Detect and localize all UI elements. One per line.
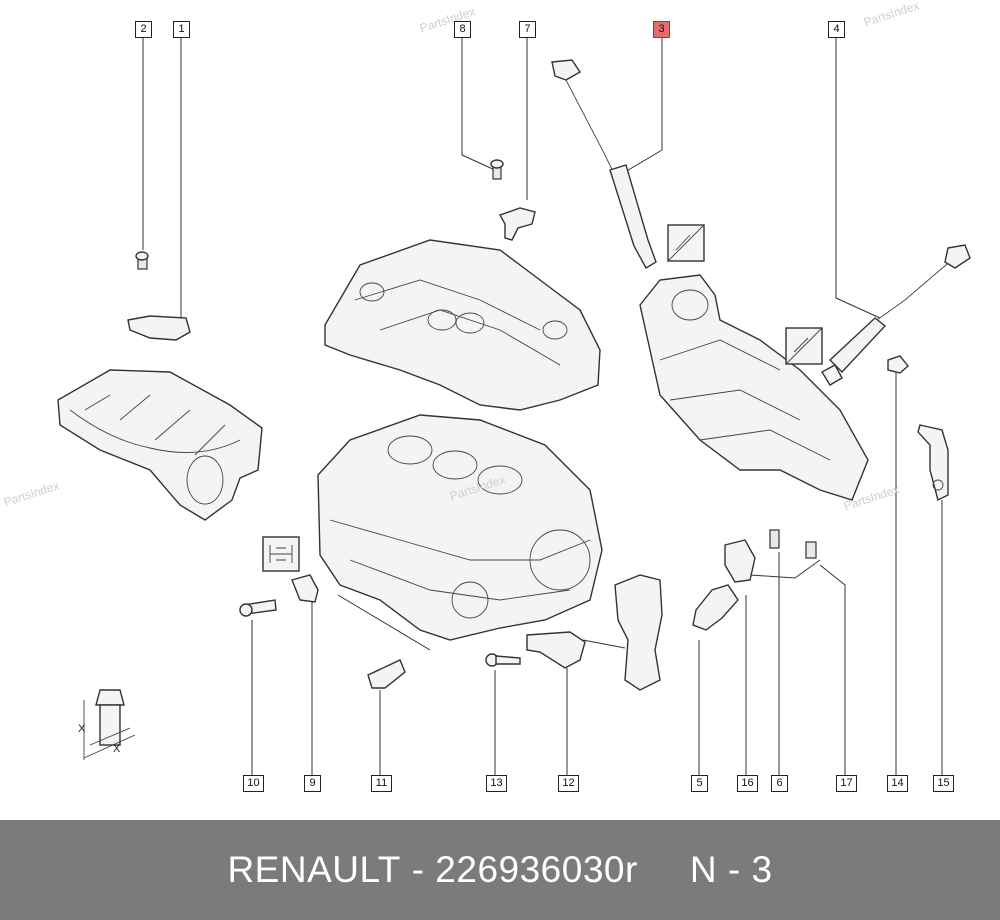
- diagram-ref-prefix: N: [689, 849, 718, 890]
- callout-6[interactable]: 6: [771, 775, 788, 792]
- footer-separator: -: [411, 849, 425, 890]
- dim-x-label-1: X: [78, 723, 86, 735]
- diagram-ref-separator: -: [727, 849, 741, 890]
- callout-2[interactable]: 2: [135, 21, 152, 38]
- callout-7[interactable]: 7: [519, 21, 536, 38]
- callout-13[interactable]: 13: [486, 775, 507, 792]
- engine-block-group: [317, 414, 603, 641]
- callout-16[interactable]: 16: [737, 775, 758, 792]
- part-info-footer: RENAULT - 226936030r N - 3: [0, 820, 1000, 920]
- callout-12[interactable]: 12: [558, 775, 579, 792]
- callout-9[interactable]: 9: [304, 775, 321, 792]
- callout-3[interactable]: 3: [653, 21, 670, 38]
- brand-name: RENAULT: [227, 849, 401, 890]
- part-number: 226936030r: [435, 849, 638, 890]
- downstream-sensor-group: [821, 244, 971, 502]
- diagram-ref-number: 3: [751, 849, 773, 890]
- callout-11[interactable]: 11: [371, 775, 392, 792]
- callout-5[interactable]: 5: [691, 775, 708, 792]
- dim-x-label-2: X: [113, 743, 121, 755]
- callout-4[interactable]: 4: [828, 21, 845, 38]
- intake-manifold-group: [57, 251, 263, 521]
- callout-15[interactable]: 15: [933, 775, 954, 792]
- callout-17[interactable]: 17: [836, 775, 857, 792]
- cylinder-head-group: [324, 159, 601, 411]
- callout-10[interactable]: 10: [243, 775, 264, 792]
- exhaust-manifold-group: [551, 59, 869, 501]
- engine-sensors-diagram: X X: [57, 37, 971, 775]
- callout-1[interactable]: 1: [173, 21, 190, 38]
- callout-8[interactable]: 8: [454, 21, 471, 38]
- leader-lines: [142, 37, 943, 775]
- lower-sensors-group: [239, 529, 817, 691]
- bolt-dimension-symbol: X X: [78, 689, 136, 760]
- callout-14[interactable]: 14: [887, 775, 908, 792]
